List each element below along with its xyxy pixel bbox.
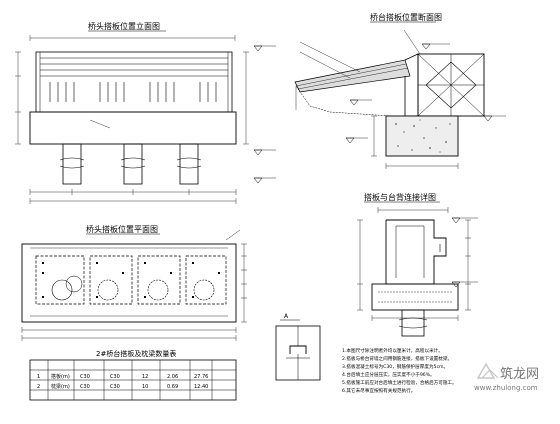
note-line: 1.本图尺寸除注明者外均以厘米计，高程以米计。: [342, 347, 443, 354]
small-detail-title: A: [284, 313, 289, 320]
table-cell: 12.40: [194, 384, 208, 390]
connection-detail-view: 搭板与台背连接详图: [357, 192, 478, 337]
note-line: 2.搭板与桥台背墙之间用钢筋连接，搭板下设置枕梁。: [342, 355, 452, 362]
quantity-table: 2#桥台搭板及枕梁数量表 1 搭板(m) C30 C30 12 2.06 27.…: [29, 349, 237, 401]
table-cell: 1: [37, 374, 40, 380]
note-line: 6.其它未尽事宜按照有关规范执行。: [342, 387, 415, 394]
note-line: 4.台后填土应分层压实，压实度不小于96%。: [342, 371, 435, 378]
notes-block: 1.本图尺寸除注明者外均以厘米计，高程以米计。 2.搭板与桥台背墙之间用钢筋连接…: [342, 347, 457, 394]
section-view-title: 桥台搭板位置断面图: [370, 12, 442, 22]
watermark-url: www.zhulong.com: [474, 384, 538, 392]
front-elevation-view: 桥头搭板位置立面图: [15, 21, 276, 204]
watermark: 筑龙网 www.zhulong.com: [474, 362, 539, 392]
plan-view-title: 桥头搭板位置平面图: [86, 224, 158, 234]
table-cell: C30: [80, 384, 90, 390]
small-detail-view: A: [275, 313, 321, 381]
watermark-logo-icon: [476, 362, 499, 379]
note-line: 5.搭板施工前应对台后填土进行检验，合格后方可施工。: [342, 379, 457, 386]
front-view-title: 桥头搭板位置立面图: [88, 21, 160, 31]
table-cell: 0.69: [167, 384, 178, 390]
table-cell: C30: [110, 374, 120, 380]
plan-view: 桥头搭板位置平面图: [21, 224, 247, 341]
table-cell: C30: [80, 374, 90, 380]
section-view: 桥台搭板位置断面图: [294, 12, 506, 169]
note-line: 3.搭板混凝土标号为C30，钢筋保护层厚度为5cm。: [342, 363, 448, 370]
table-cell: 27.76: [194, 374, 208, 380]
table-cell: C30: [110, 384, 120, 390]
table-cell: 2: [37, 384, 40, 390]
table-cell: 2.06: [167, 374, 178, 380]
watermark-brand: 筑龙网: [500, 366, 539, 382]
table-cell: 12: [142, 374, 148, 380]
table-cell: 枕梁(m): [51, 383, 70, 390]
table-cell: 10: [142, 384, 148, 390]
table-cell: 搭板(m): [51, 373, 70, 380]
detail-view-title: 搭板与台背连接详图: [364, 192, 436, 202]
table-title: 2#桥台搭板及枕梁数量表: [96, 349, 176, 358]
